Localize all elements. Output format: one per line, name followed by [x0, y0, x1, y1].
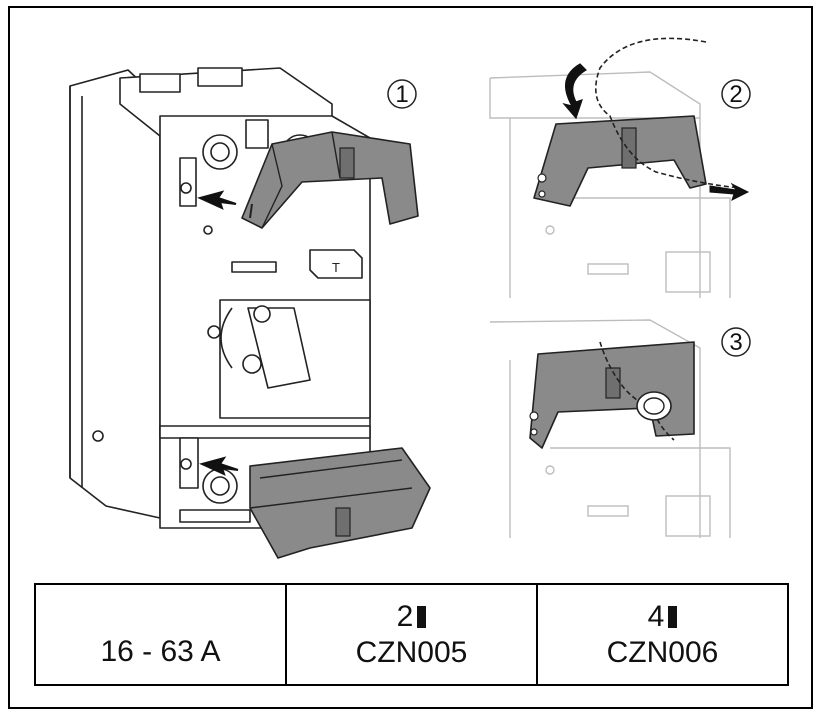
- step-1-badge: 1: [387, 79, 417, 109]
- svg-text:3: 3: [729, 329, 742, 356]
- spec-table: 16 - 63 A 2 CZN005 4 CZN006: [34, 583, 789, 686]
- lead-seal-icon: [599, 341, 675, 441]
- pull-arrow-icon: [709, 182, 750, 201]
- svg-text:T: T: [332, 260, 340, 275]
- two-pole-cell: 2 CZN005: [287, 585, 538, 684]
- pole-mark-icon: [417, 605, 427, 628]
- pole-count-2: 2: [397, 599, 427, 635]
- code-czn005: CZN005: [355, 635, 468, 669]
- rotate-arrow-icon: [562, 63, 587, 120]
- illustration: T: [69, 37, 751, 559]
- breaker-main: T: [69, 67, 371, 529]
- rating-cell: 16 - 63 A: [36, 585, 287, 684]
- cover-step3: [529, 341, 695, 449]
- pole-mark-icon: [668, 605, 678, 628]
- svg-text:2: 2: [729, 81, 742, 108]
- svg-text:1: 1: [395, 81, 408, 108]
- seal-wire-step2: [594, 37, 741, 189]
- step-2-badge: 2: [721, 79, 751, 109]
- top-cover: [241, 131, 419, 229]
- four-pole-cell: 4 CZN006: [538, 585, 787, 684]
- bottom-cover: [249, 447, 431, 559]
- code-czn006: CZN006: [606, 635, 719, 669]
- breaker-step3-ghost: [489, 319, 731, 538]
- rating-text: 16 - 63 A: [100, 635, 221, 668]
- pole-count-4: 4: [648, 599, 678, 635]
- step-3-badge: 3: [721, 327, 751, 357]
- diagram-frame: T: [8, 6, 813, 709]
- insert-arrow-bottom: [199, 456, 239, 476]
- cover-step2: [533, 115, 707, 207]
- insert-arrow-top: [197, 190, 237, 210]
